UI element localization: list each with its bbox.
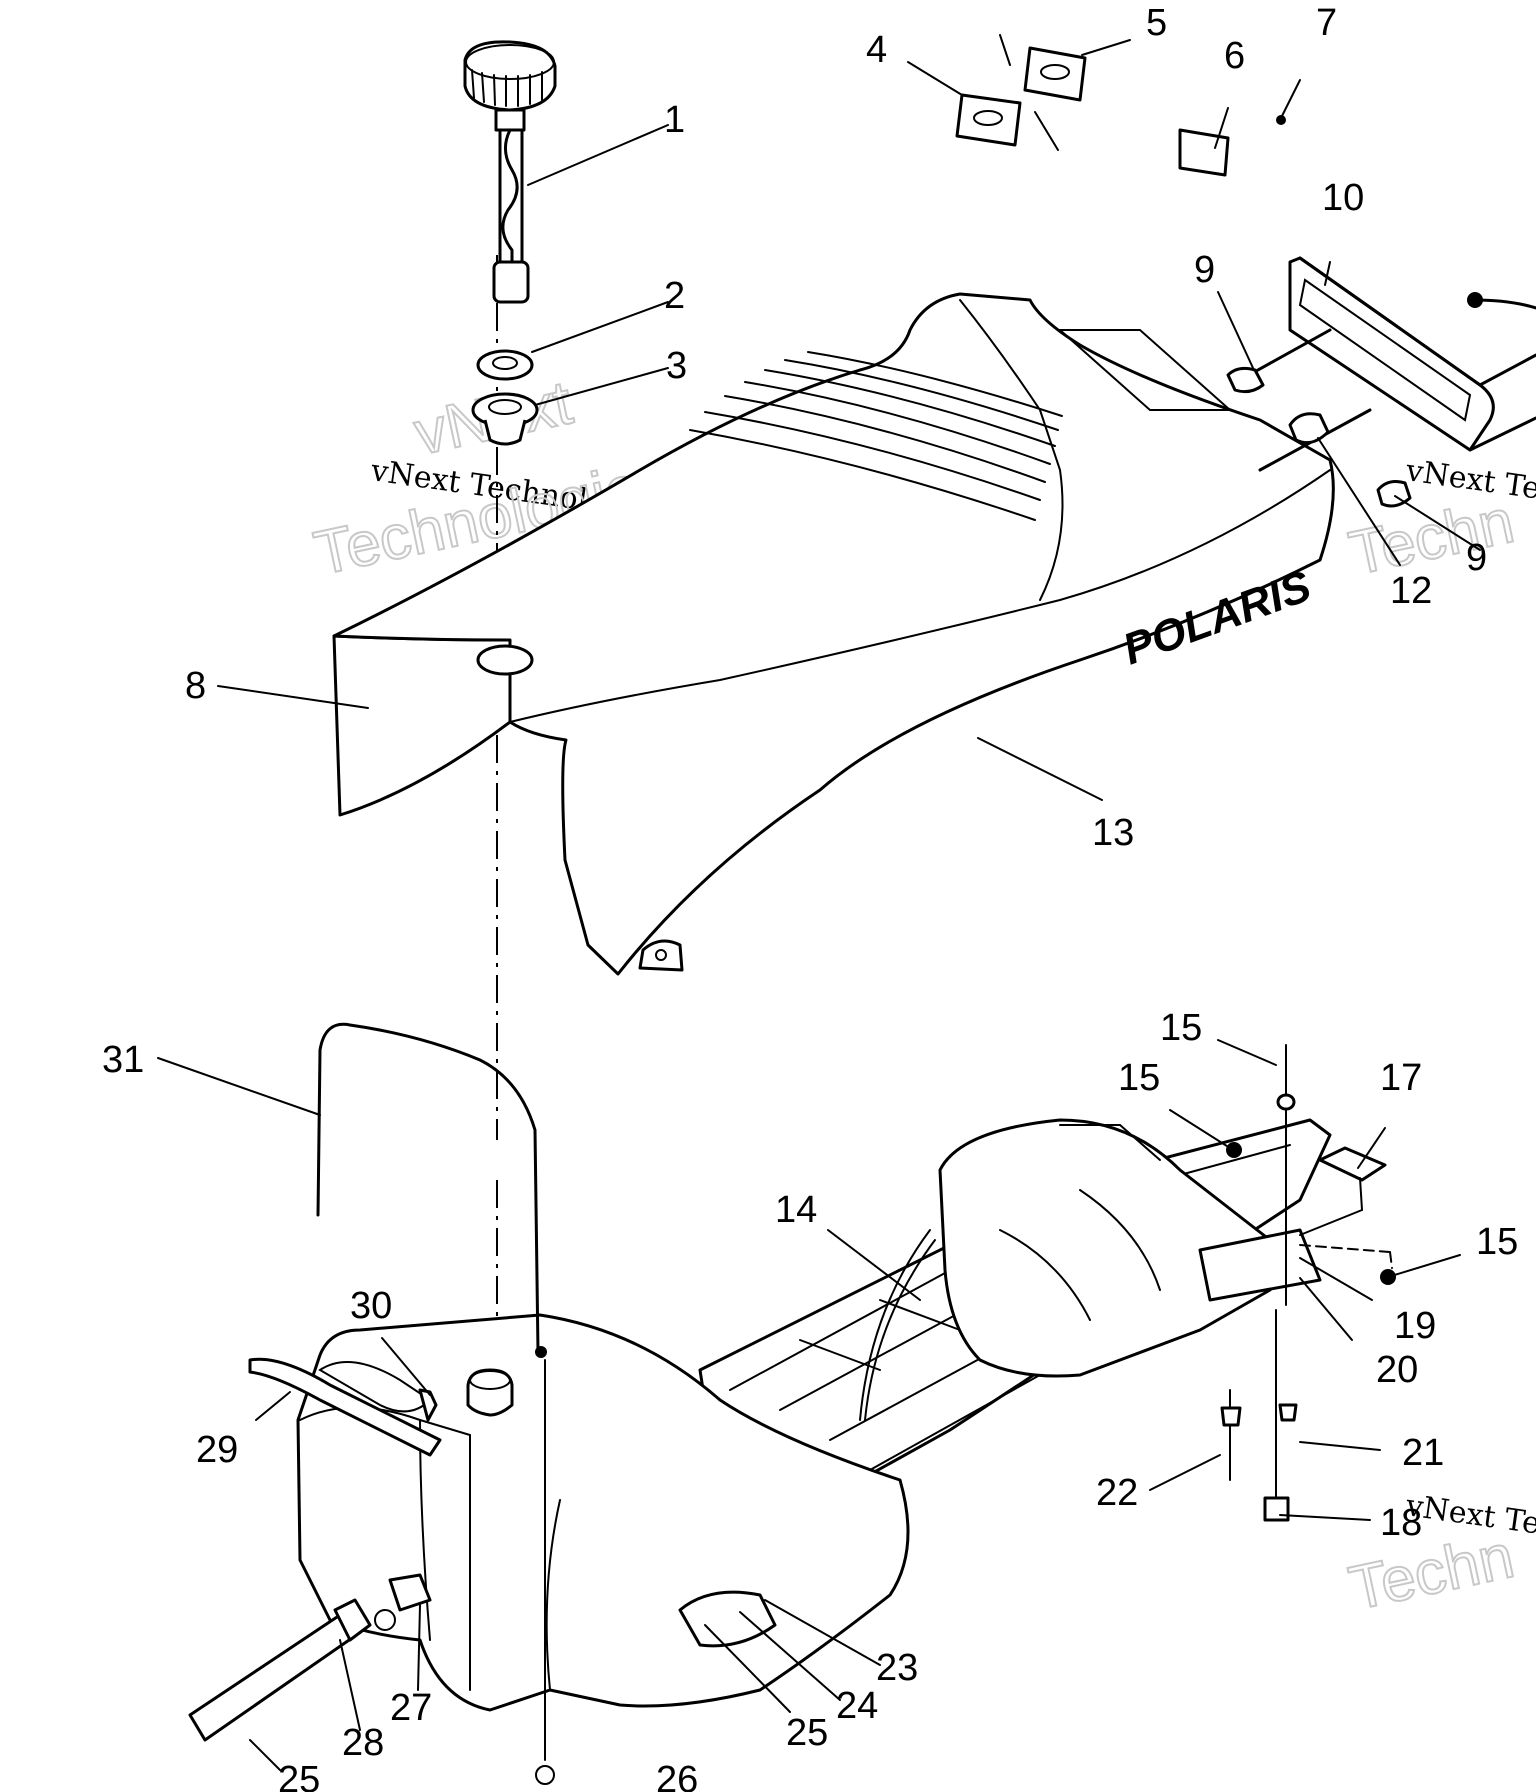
drain-fitting — [535, 1765, 555, 1785]
fuel-cap-with-gauge — [463, 40, 557, 304]
callout-12: 12 — [1390, 570, 1432, 612]
callout-7: 7 — [1316, 2, 1337, 44]
callout-29: 29 — [196, 1429, 238, 1471]
callout-14: 14 — [775, 1189, 817, 1231]
callout-10: 10 — [1322, 177, 1364, 219]
decal-plate-4 — [955, 93, 1022, 147]
callout-21: 21 — [1402, 1432, 1444, 1474]
bulb-left — [1226, 366, 1265, 394]
nut-15-upper — [1226, 1142, 1242, 1158]
fuel-tank — [296, 1313, 910, 1712]
callout-22: 22 — [1096, 1472, 1138, 1514]
callout-labels: 1 2 3 4 5 6 7 8 9 9 10 12 13 14 15 15 15… — [102, 2, 1518, 1792]
nut-16 — [1276, 1093, 1296, 1111]
callout-18: 18 — [1380, 1502, 1422, 1544]
callout-25-right: 25 — [786, 1712, 828, 1754]
callout-25-left: 25 — [278, 1759, 320, 1792]
bolt-head-18 — [1263, 1496, 1290, 1522]
callout-1: 1 — [664, 99, 685, 141]
callout-8: 8 — [185, 665, 206, 707]
watermark-lower-right: vNext Te Techn — [1343, 1488, 1536, 1625]
fuel-outlet-hose — [188, 1598, 372, 1742]
rivet-7 — [1276, 115, 1286, 125]
callout-6: 6 — [1224, 35, 1245, 77]
bracket-17 — [1318, 1146, 1387, 1182]
bracket-17-arm — [1299, 1177, 1364, 1236]
callout-5: 5 — [1146, 2, 1167, 44]
bulb-center — [1288, 412, 1330, 445]
vent-hose — [316, 1022, 540, 1354]
oil-reservoir — [938, 1118, 1322, 1378]
cap-gasket — [476, 349, 534, 381]
callout-31: 31 — [102, 1039, 144, 1081]
callout-17: 17 — [1380, 1057, 1422, 1099]
callout-2: 2 — [664, 275, 685, 317]
plate-guide-lines — [999, 34, 1059, 151]
callout-leaders — [157, 39, 1481, 1771]
decal-plate-5 — [1023, 46, 1087, 102]
callout-20: 20 — [1376, 1349, 1418, 1391]
callout-15-right: 15 — [1476, 1221, 1518, 1263]
callout-19: 19 — [1394, 1305, 1436, 1347]
dashed-leader — [1299, 1244, 1393, 1269]
callout-4: 4 — [866, 29, 887, 71]
filler-grommet — [471, 392, 539, 446]
callout-28: 28 — [342, 1722, 384, 1764]
callout-24: 24 — [836, 1685, 878, 1727]
callout-15-upper: 15 — [1118, 1057, 1160, 1099]
callout-30: 30 — [350, 1285, 392, 1327]
decal-plate-6 — [1178, 128, 1230, 177]
svg-text:Techn: Techn — [1344, 1522, 1520, 1624]
callout-3: 3 — [666, 345, 687, 387]
bolt-head-21 — [1278, 1403, 1298, 1422]
hold-down-strap — [248, 1357, 442, 1457]
callout-15-top: 15 — [1160, 1007, 1202, 1049]
callout-9-upper: 9 — [1194, 249, 1215, 291]
outlet-fitting — [374, 1573, 432, 1631]
callout-23: 23 — [876, 1647, 918, 1689]
fuel-line — [859, 1229, 936, 1421]
callout-9-lower: 9 — [1466, 537, 1487, 579]
callout-27: 27 — [390, 1687, 432, 1729]
bolt-head-22 — [1220, 1406, 1242, 1427]
callout-26: 26 — [656, 1759, 698, 1792]
callout-13: 13 — [1092, 812, 1134, 854]
